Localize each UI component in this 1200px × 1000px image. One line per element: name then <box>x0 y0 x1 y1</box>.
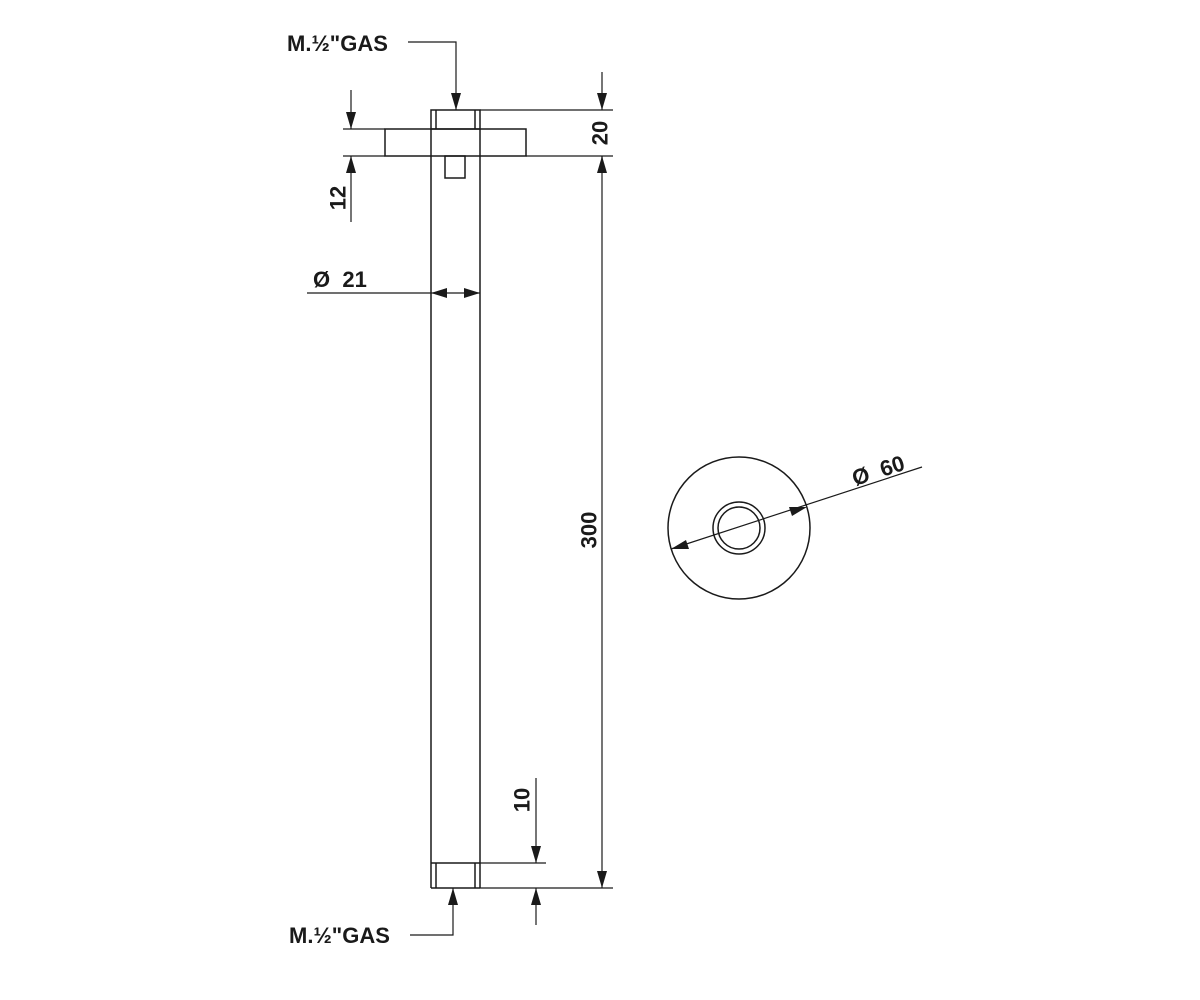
callout-bottom-thread: M.½"GAS <box>289 888 458 948</box>
pipe-inner <box>717 506 761 550</box>
arrow-head <box>671 540 689 549</box>
top-thread-stub <box>430 109 481 130</box>
flange-outline <box>667 456 811 600</box>
dim-label-20: 20 <box>588 121 613 145</box>
bottom-thread <box>431 862 480 889</box>
dim-flange-diameter: Ø 60 <box>670 450 923 550</box>
set-screw <box>444 155 466 179</box>
dim-label-12: 12 <box>326 186 351 210</box>
arrow-head <box>346 156 356 173</box>
arrow-head <box>464 288 480 298</box>
arrow-head <box>597 871 607 888</box>
side-view: 20 300 12 Ø 21 10 <box>287 31 613 948</box>
arrow-head <box>451 93 461 110</box>
arrow-head <box>346 112 356 129</box>
dim-label-10: 10 <box>510 788 535 812</box>
dim-pipe-length: 300 <box>577 156 607 888</box>
flange <box>384 128 527 157</box>
arrow-head <box>789 507 807 516</box>
dim-flange-thickness: 12 <box>326 90 356 222</box>
arrow-head <box>531 846 541 863</box>
arrow-head <box>431 288 447 298</box>
dim-thread-length: 10 <box>510 778 541 925</box>
pipe-body <box>430 156 481 888</box>
top-view: Ø 60 <box>667 450 923 600</box>
dim-label-diameter-21: Ø 21 <box>313 267 367 292</box>
arrow-head <box>448 888 458 905</box>
thread-label-top: M.½"GAS <box>287 31 388 56</box>
dim-label-diameter-60: Ø 60 <box>849 450 908 490</box>
arrow-head <box>531 888 541 905</box>
pipe-outer <box>712 501 766 555</box>
dim-flange-height: 20 <box>588 72 613 173</box>
extension-lines <box>343 109 613 889</box>
callout-top-thread: M.½"GAS <box>287 31 461 110</box>
dim-pipe-diameter: Ø 21 <box>307 267 480 298</box>
arrow-head <box>597 93 607 110</box>
thread-label-bottom: M.½"GAS <box>289 923 390 948</box>
dim-label-300: 300 <box>577 512 602 549</box>
